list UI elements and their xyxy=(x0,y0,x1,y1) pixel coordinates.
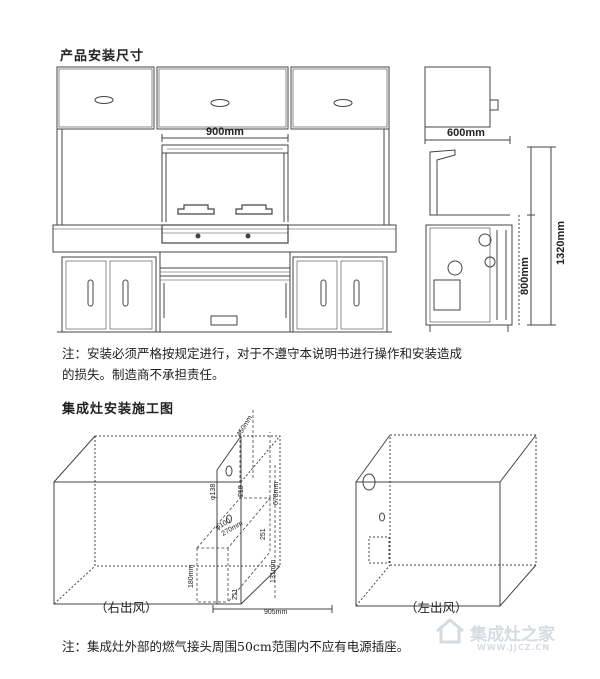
watermark-logo-icon xyxy=(435,618,465,644)
dim-180mm: 180mm xyxy=(188,564,195,588)
label-left-outlet: （左出风） xyxy=(405,600,468,615)
range-hood xyxy=(161,144,289,154)
note-install-line2: 的损失。制造商不承担责任。 xyxy=(62,367,225,382)
dim-900mm: 900mm xyxy=(206,126,244,138)
watermark-url: WWW.JJCZ.CN xyxy=(477,643,551,652)
dim-678mm: 678mm xyxy=(273,481,280,505)
dim-251: 251 xyxy=(260,528,267,540)
note-gas-outlet: 注：集成灶外部的燃气接头周围50cm范围内不应有电源插座。 xyxy=(62,639,410,654)
hood-side-profile xyxy=(429,149,456,216)
label-right-outlet: （右出风） xyxy=(95,600,158,615)
dim-905mm: 905mm xyxy=(264,609,288,616)
upper-cabinet-side xyxy=(424,66,491,128)
dim-600mm: 600mm xyxy=(447,127,485,139)
section-title-install-size: 产品安装尺寸 xyxy=(60,49,145,64)
dim-800mm: 800mm xyxy=(519,257,531,295)
appliance-body xyxy=(425,224,513,326)
dim-450mm: 450mm xyxy=(236,414,254,438)
upper-cabinet-right xyxy=(290,66,390,130)
upper-cabinet-middle xyxy=(156,66,289,130)
dim-1320mm: 1320mm xyxy=(555,221,567,265)
room-box-right-outlet xyxy=(53,435,281,605)
dim-210: 210 xyxy=(238,485,245,497)
dim-138: φ138 xyxy=(210,484,217,500)
dim-131mm: 131mm xyxy=(270,559,277,583)
room-box-left-outlet xyxy=(355,434,537,607)
note-install-line1: 注：安装必须严格按规定进行，对于不遵守本说明书进行操作和安装造成 xyxy=(62,346,463,361)
upper-cabinet-left xyxy=(56,66,155,130)
dim-211: 211 xyxy=(232,589,239,600)
watermark-text: 集成灶之家 xyxy=(470,625,555,645)
section-title-construction: 集成灶安装施工图 xyxy=(62,402,175,417)
